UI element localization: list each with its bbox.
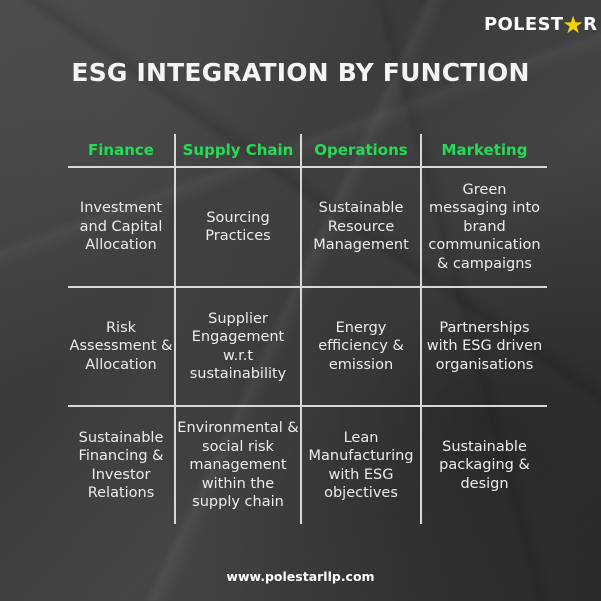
row-divider <box>68 166 547 168</box>
website-url: www.polestarllp.com <box>226 569 375 584</box>
table-cell: Supplier Engagement w.r.t sustainability <box>189 310 287 383</box>
header-supply-chain: Supply Chain <box>182 140 294 159</box>
row-divider <box>68 405 547 407</box>
row-divider <box>68 286 547 288</box>
header-finance: Finance <box>88 140 154 159</box>
logo-text-suffix: R <box>583 14 598 35</box>
table-cell: Sustainable packaging & design <box>439 438 530 492</box>
column-divider <box>420 134 422 524</box>
column-divider <box>174 134 176 524</box>
logo-text-prefix: POLEST <box>484 14 564 35</box>
esg-function-table: Finance Supply Chain Operations Marketin… <box>68 134 547 524</box>
table-cell: Lean Manufacturing with ESG objectives <box>308 429 414 502</box>
column-divider <box>300 134 302 524</box>
table-cell: Sustainable Financing & Investor Relatio… <box>78 429 164 502</box>
table-cell: Sourcing Practices <box>205 209 271 245</box>
header-operations: Operations <box>314 140 408 159</box>
table-cell: Investment and Capital Allocation <box>79 200 163 254</box>
header-marketing: Marketing <box>441 140 528 159</box>
table-cell: Green messaging into brand communication… <box>428 181 541 272</box>
page-title: ESG INTEGRATION BY FUNCTION <box>71 58 530 87</box>
polestar-logo: POLEST★R <box>484 10 598 39</box>
table-cell: Sustainable Resource Management <box>313 200 409 254</box>
table-cell: Risk Assessment & Allocation <box>69 319 173 373</box>
star-icon: ★ <box>562 10 585 39</box>
table-cell: Partnerships with ESG driven organisatio… <box>426 319 543 373</box>
table-cell: Environmental & social risk management w… <box>177 420 299 511</box>
table-cell: Energy efficiency & emission <box>318 319 404 373</box>
